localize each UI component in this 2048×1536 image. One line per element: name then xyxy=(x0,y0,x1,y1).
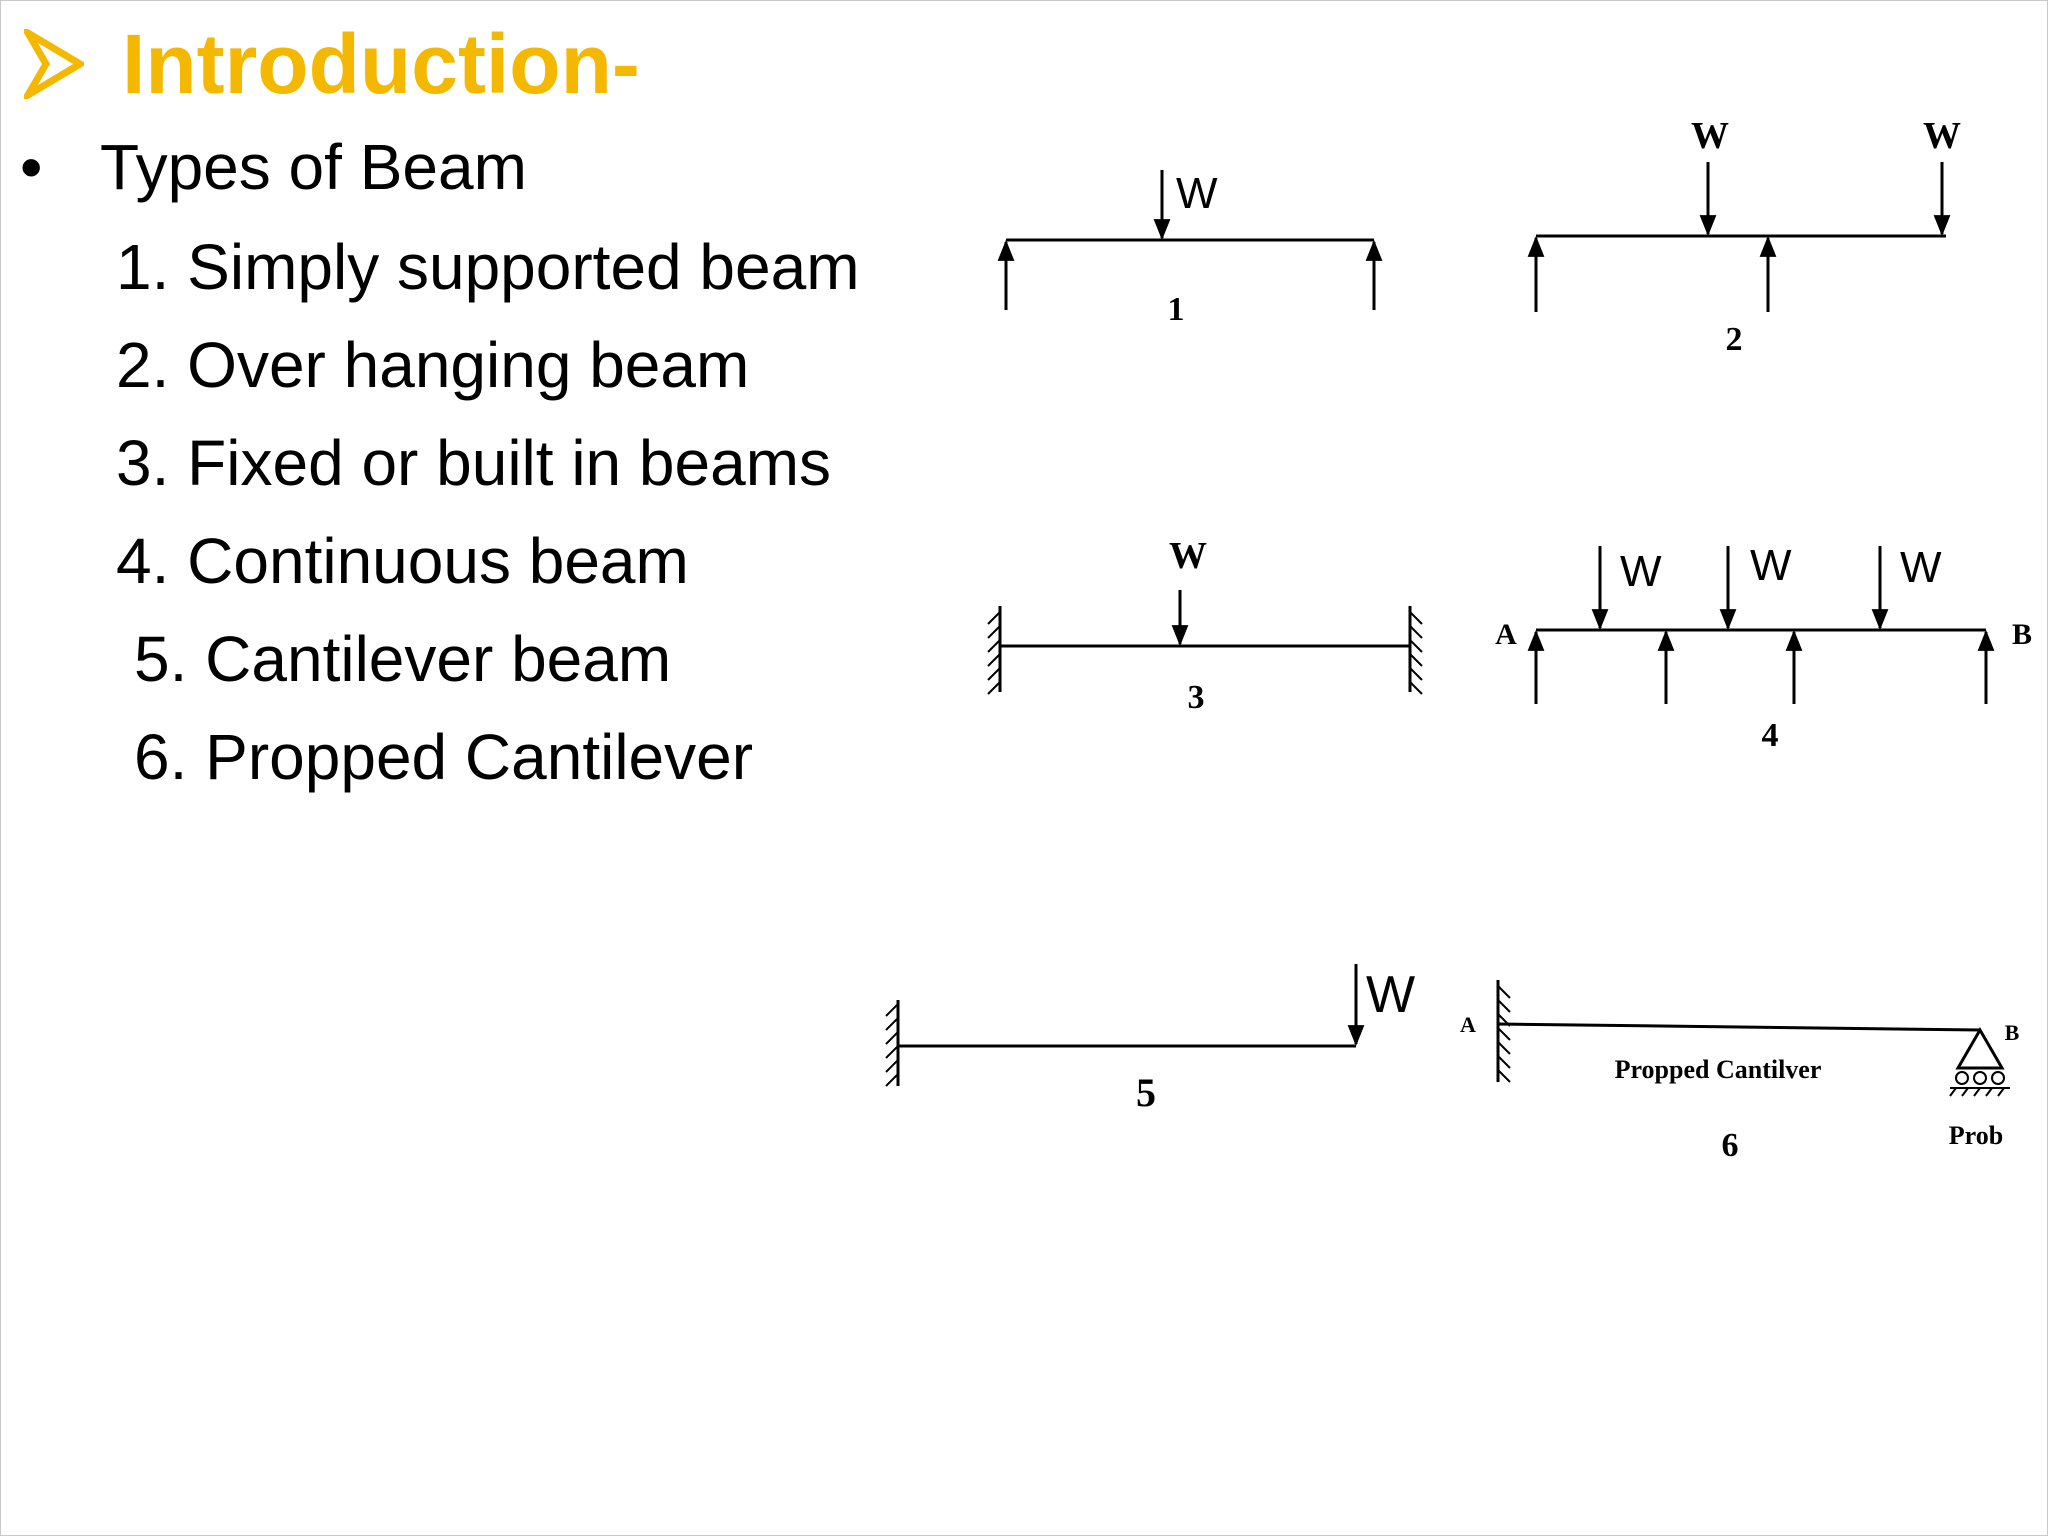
bullet-text: Types of Beam xyxy=(100,131,527,203)
roller-icon xyxy=(1991,1071,2005,1085)
list-item: 6. Propped Cantilever xyxy=(134,721,754,793)
roller-icon xyxy=(1955,1071,1969,1085)
list-item: 1. Simply supported beam xyxy=(116,231,860,303)
diagram-cantilever xyxy=(885,964,1365,1087)
list-item: 4. Continuous beam xyxy=(116,525,689,597)
diagram-number: 6 xyxy=(1722,1127,1739,1164)
diagram-continuous xyxy=(1527,546,1995,704)
load-label: W xyxy=(1366,966,1415,1024)
hatch xyxy=(885,1003,899,1087)
list-item: 2. Over hanging beam xyxy=(116,329,750,401)
load-label: W xyxy=(1691,115,1729,157)
arrow-bullet-icon xyxy=(24,29,84,99)
list-item: 5. Cantilever beam xyxy=(134,623,672,695)
load-label: W xyxy=(1923,115,1961,157)
hatch xyxy=(1497,985,1511,1083)
point-label-b: B xyxy=(2005,1020,2020,1045)
point-label-b: B xyxy=(2012,618,2032,651)
diagram-number: 1 xyxy=(1168,291,1185,328)
diagram-overhanging xyxy=(1527,162,1951,312)
load-label: W xyxy=(1169,535,1207,577)
caption: Propped Cantilver xyxy=(1615,1055,1822,1084)
bullet-types-of-beam: • Types of Beam xyxy=(20,130,527,204)
hatch xyxy=(987,611,1001,695)
pin-support-icon xyxy=(1955,1027,2005,1070)
roller-icon xyxy=(1973,1071,1987,1085)
list-item: 3. Fixed or built in beams xyxy=(116,427,831,499)
diagram-fixed xyxy=(987,590,1423,695)
diagram-propped-cantilever xyxy=(1496,980,2010,1097)
support-label: Prob xyxy=(1949,1121,2003,1150)
hatch xyxy=(1409,611,1423,695)
point-label-a: A xyxy=(1460,1012,1476,1037)
point-label-a: A xyxy=(1495,618,1517,651)
bullet-dot-icon: • xyxy=(20,131,43,203)
beam-line xyxy=(1497,1022,1981,1032)
ground-hatch xyxy=(1949,1087,2005,1097)
load-label: W xyxy=(1750,541,1792,590)
load-label: W xyxy=(1176,169,1218,218)
diagram-simply-supported xyxy=(997,170,1383,310)
diagram-number: 4 xyxy=(1762,717,1779,754)
load-label: W xyxy=(1900,543,1942,592)
slide-title-text: Introduction- xyxy=(122,16,640,111)
slide-title: Introduction- xyxy=(24,14,640,114)
load-label: W xyxy=(1620,547,1662,596)
diagram-number: 2 xyxy=(1726,321,1743,358)
diagram-number: 5 xyxy=(1136,1070,1156,1115)
diagram-number: 3 xyxy=(1188,679,1205,716)
